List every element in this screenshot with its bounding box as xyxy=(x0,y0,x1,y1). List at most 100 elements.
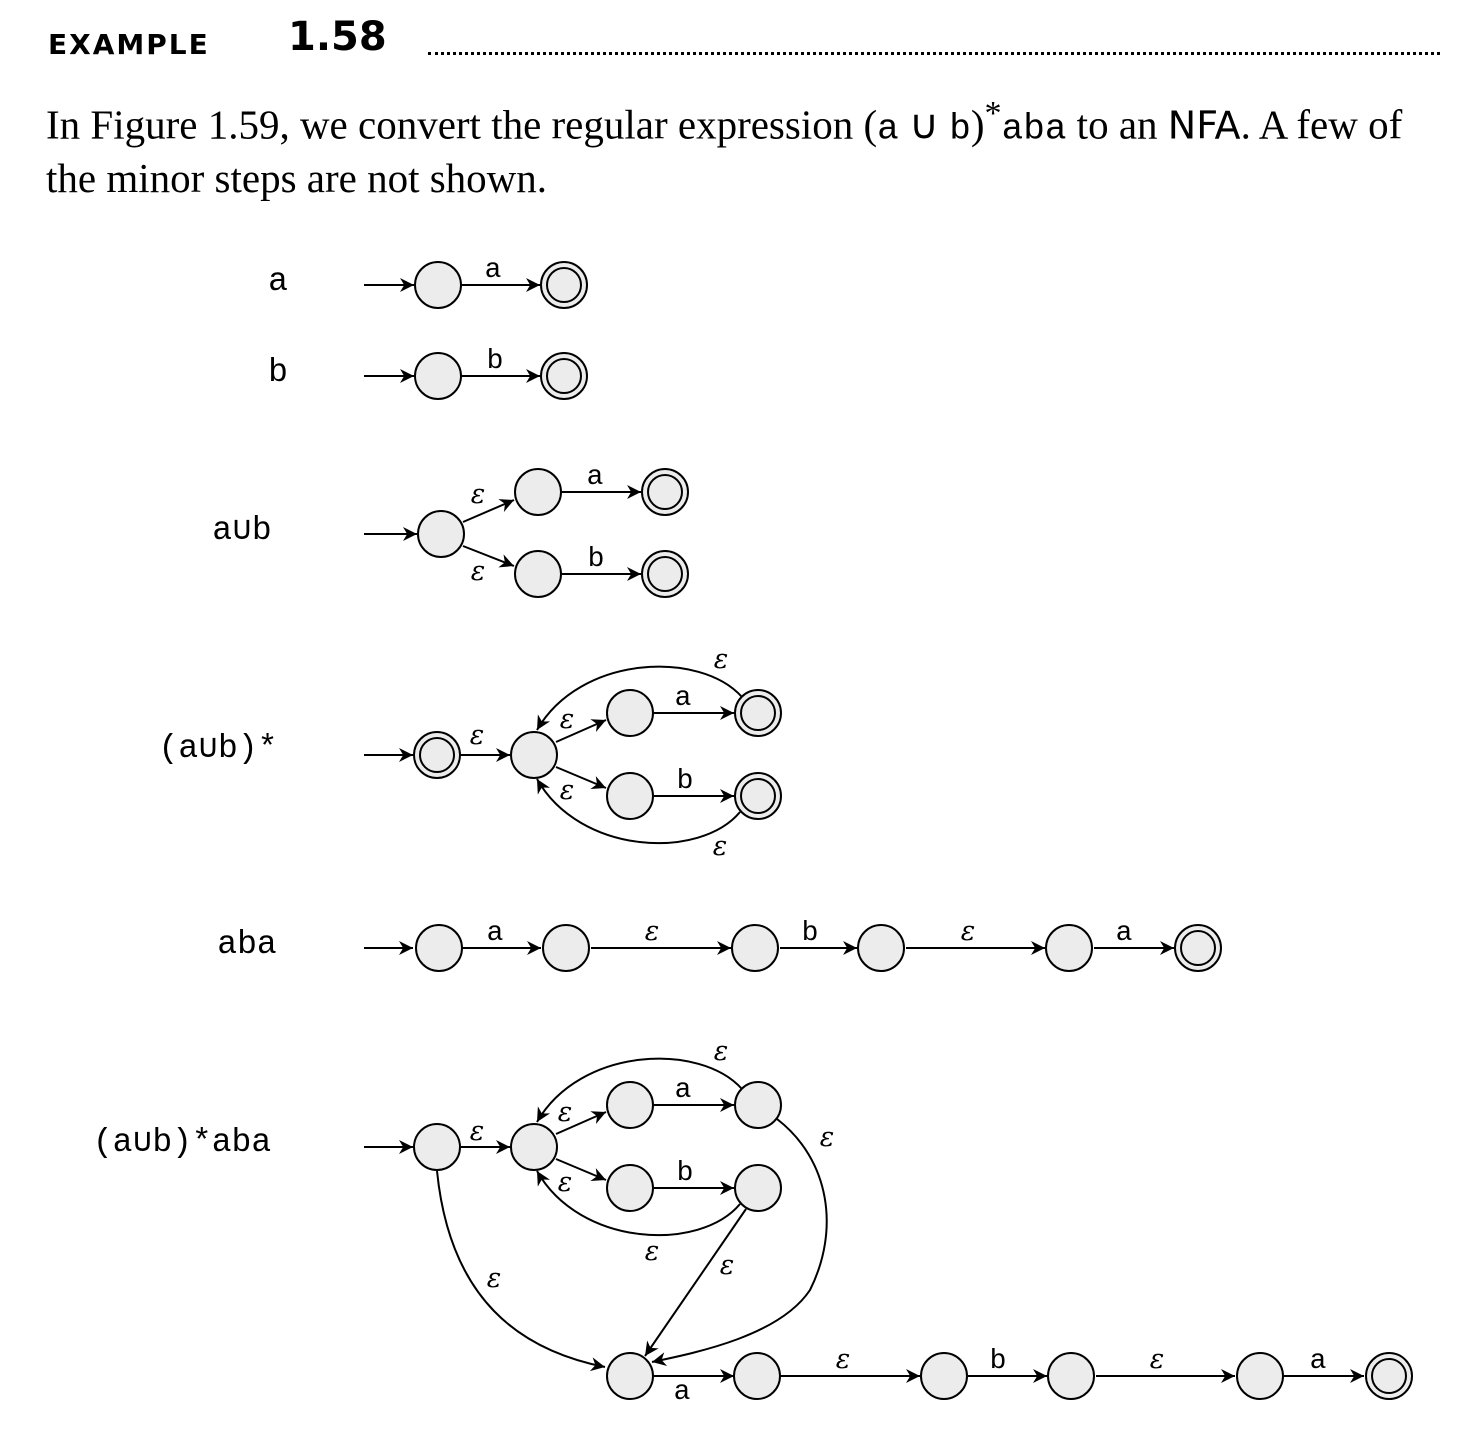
transition-label-b: b xyxy=(677,766,694,797)
accept-ring xyxy=(647,474,683,510)
expr-label-a: a xyxy=(268,263,288,300)
expr-label-aba: aba xyxy=(217,926,276,963)
epsilon-label: ε xyxy=(720,1250,735,1281)
transition-label-b: b xyxy=(588,544,605,575)
text-part3: . A few of the minor steps are not shown… xyxy=(46,101,1403,201)
epsilon-arrow xyxy=(555,766,607,790)
accept-ring xyxy=(740,695,776,731)
example-header: EXAMPLE 1.58 xyxy=(48,14,1440,74)
expr-label-full: (a∪b)*aba xyxy=(93,1124,271,1161)
text-part2: to an xyxy=(1066,101,1168,148)
epsilon-loop-arrow xyxy=(536,778,741,845)
state xyxy=(606,1081,654,1129)
state xyxy=(414,261,462,309)
regex-union: ∪ xyxy=(898,101,950,148)
state xyxy=(920,1352,968,1400)
example-label: EXAMPLE xyxy=(48,28,210,61)
state xyxy=(514,468,562,516)
epsilon-loop-arrow xyxy=(536,1170,741,1237)
epsilon-label: ε xyxy=(1150,1344,1165,1375)
epsilon-loop-arrow xyxy=(536,665,743,731)
state xyxy=(734,1081,782,1129)
epsilon-arrow xyxy=(462,499,515,523)
epsilon-label: ε xyxy=(470,1116,485,1147)
epsilon-label: ε xyxy=(558,1097,573,1128)
state xyxy=(733,1352,781,1400)
transition-label-a: a xyxy=(675,1075,692,1106)
state xyxy=(857,924,905,972)
dotted-rule xyxy=(428,52,1440,55)
expr-label-star: (a∪b)* xyxy=(159,730,278,767)
epsilon-arrow xyxy=(555,719,607,743)
epsilon-label: ε xyxy=(471,479,486,510)
expr-label-a-union-b: a∪b xyxy=(212,512,271,549)
state xyxy=(417,510,465,558)
state xyxy=(413,1123,461,1171)
intro-paragraph: In Figure 1.59, we convert the regular e… xyxy=(46,90,1446,202)
state xyxy=(514,550,562,598)
transition-label-a: a xyxy=(487,918,504,949)
epsilon-label: ε xyxy=(714,644,729,675)
accept-ring xyxy=(647,556,683,592)
epsilon-label: ε xyxy=(836,1344,851,1375)
transition-label-a: a xyxy=(1310,1346,1327,1377)
example-number: 1.58 xyxy=(288,14,387,60)
regex-open: ( xyxy=(863,101,878,148)
state xyxy=(1236,1352,1284,1400)
epsilon-label: ε xyxy=(714,1036,729,1067)
accept-ring xyxy=(740,778,776,814)
accept-ring xyxy=(1371,1358,1407,1394)
state xyxy=(542,924,590,972)
transition-label-b: b xyxy=(677,1158,694,1189)
transition-label-a: a xyxy=(674,1377,691,1408)
epsilon-curve-arrow xyxy=(436,1170,606,1372)
text-part1: In Figure 1.59, we convert the regular e… xyxy=(46,101,864,148)
epsilon-curve-arrow xyxy=(651,1118,828,1366)
state xyxy=(510,1123,558,1171)
regex-b: b xyxy=(949,108,971,150)
epsilon-label: ε xyxy=(560,704,575,735)
expr-label-b: b xyxy=(268,354,288,391)
regex-a: a xyxy=(877,108,899,150)
epsilon-arrow xyxy=(555,1158,607,1182)
state xyxy=(510,731,558,779)
transition-label-a: a xyxy=(675,683,692,714)
epsilon-label: ε xyxy=(487,1263,502,1294)
accept-ring xyxy=(419,737,455,773)
accept-ring xyxy=(546,358,582,394)
state xyxy=(734,1164,782,1212)
state xyxy=(606,1352,654,1400)
epsilon-label: ε xyxy=(471,556,486,587)
transition-label-a: a xyxy=(587,462,604,493)
state xyxy=(731,924,779,972)
regex-close: ) xyxy=(970,101,985,148)
regex-aba: aba xyxy=(1001,108,1067,150)
epsilon-arrow xyxy=(555,1111,607,1135)
state xyxy=(606,772,654,820)
epsilon-label: ε xyxy=(560,775,575,806)
regex-star: * xyxy=(984,95,1002,132)
state xyxy=(1047,1352,1095,1400)
epsilon-label: ε xyxy=(645,1236,660,1267)
transition-label-a: a xyxy=(1116,918,1133,949)
epsilon-label: ε xyxy=(713,831,728,862)
state xyxy=(415,924,463,972)
transition-label-b: b xyxy=(802,918,819,949)
epsilon-loop-arrow xyxy=(536,1057,743,1123)
nfa-word: NFA xyxy=(1167,103,1241,148)
transition-label-a: a xyxy=(485,255,502,286)
epsilon-label: ε xyxy=(645,916,660,947)
transition-label-b: b xyxy=(487,346,504,377)
epsilon-label: ε xyxy=(558,1167,573,1198)
transition-label-b: b xyxy=(990,1346,1007,1377)
state xyxy=(606,1164,654,1212)
epsilon-label: ε xyxy=(961,916,976,947)
epsilon-arrow xyxy=(462,545,515,568)
state xyxy=(414,352,462,400)
accept-ring xyxy=(546,267,582,303)
state xyxy=(606,689,654,737)
epsilon-arrow xyxy=(644,1208,747,1357)
state xyxy=(1045,924,1093,972)
accept-ring xyxy=(1180,930,1216,966)
